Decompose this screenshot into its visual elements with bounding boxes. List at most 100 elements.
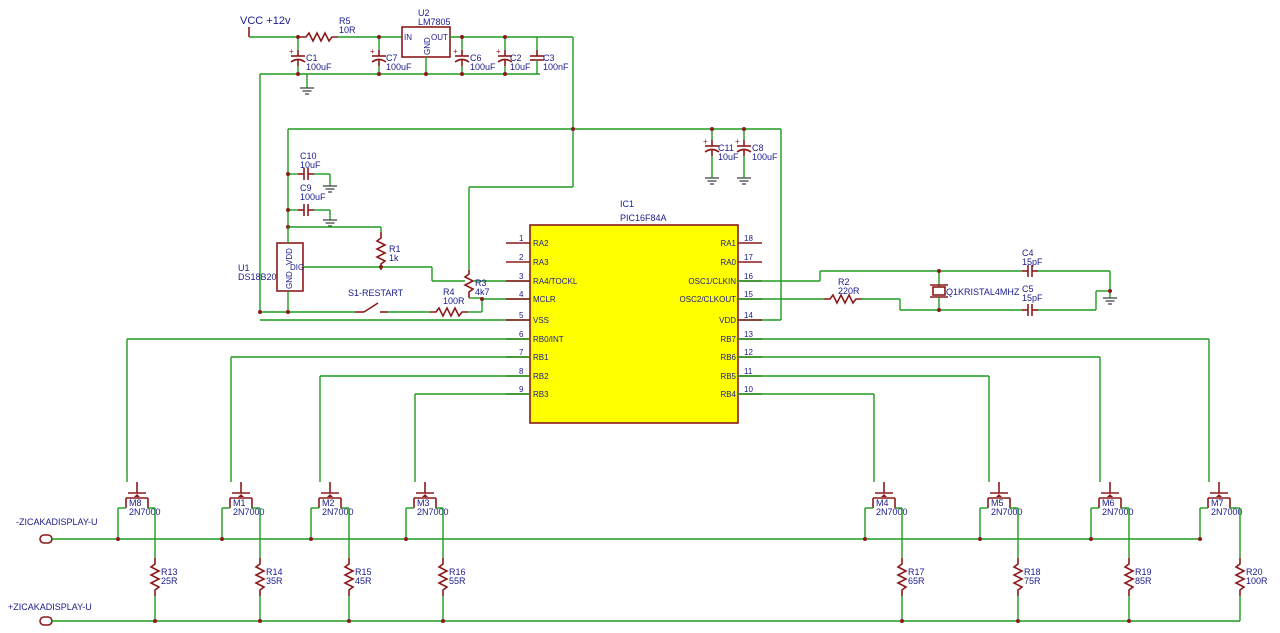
c5-val: 15pF bbox=[1022, 293, 1043, 303]
ic-pin-name: RA4/TOCKL bbox=[533, 277, 578, 286]
mosfet-val: 2N7000 bbox=[417, 507, 449, 517]
mosfet-val: 2N7000 bbox=[991, 507, 1023, 517]
ic-pin-name: RA0 bbox=[720, 258, 736, 267]
resistor-val: 65R bbox=[908, 576, 925, 586]
u1-dig: DIG bbox=[290, 263, 304, 272]
c1-val: 100uF bbox=[306, 62, 332, 72]
c10-ref: C10 bbox=[300, 151, 317, 161]
c7-ref: C7 bbox=[386, 53, 398, 63]
ic-pin-name: RB6 bbox=[720, 353, 736, 362]
mosfet-ref: M1 bbox=[233, 498, 246, 508]
r1-ref: R1 bbox=[389, 244, 401, 254]
ic-pin-number: 5 bbox=[519, 311, 524, 320]
resistor-ref: R15 bbox=[355, 567, 372, 577]
resistor-val: 55R bbox=[449, 576, 466, 586]
c7-val: 100uF bbox=[386, 62, 412, 72]
ds18b20-sensor bbox=[276, 227, 465, 312]
ic-pin-name: RB3 bbox=[533, 390, 549, 399]
ic-pin-number: 12 bbox=[744, 348, 753, 357]
ic-pin-name: RB2 bbox=[533, 372, 549, 381]
ic-pin-number: 6 bbox=[519, 330, 524, 339]
ic1-ref: IC1 bbox=[620, 199, 634, 209]
pic16f84a-chip bbox=[529, 224, 739, 424]
c8-ref: C8 bbox=[752, 143, 764, 153]
ic-pin-name: RA2 bbox=[533, 239, 549, 248]
c6-val: 100uF bbox=[470, 62, 496, 72]
ic-pin-name: RB4 bbox=[720, 390, 736, 399]
r3-val: 4k7 bbox=[475, 287, 490, 297]
five-volt-rail bbox=[286, 127, 782, 321]
ic-pin-name: OSC1/CLKIN bbox=[688, 277, 736, 286]
reset-circuit bbox=[258, 270, 530, 321]
u2-val: LM7805 bbox=[418, 17, 451, 27]
c4-ref: C4 bbox=[1022, 248, 1034, 258]
resistor-val: 100R bbox=[1246, 576, 1268, 586]
minus-connector-label: -ZICAKADISPLAY-U bbox=[16, 517, 98, 527]
vcc-label: VCC +12v bbox=[240, 15, 291, 27]
ic-pin-name: MCLR bbox=[533, 295, 556, 304]
r3-ref: R3 bbox=[475, 278, 487, 288]
c11-ref: C11 bbox=[718, 143, 734, 153]
ic-pin-number: 3 bbox=[519, 272, 524, 281]
s1-ref: S1-RESTART bbox=[348, 288, 404, 298]
mosfet-ref: M5 bbox=[991, 498, 1004, 508]
ic-pin-number: 9 bbox=[519, 385, 524, 394]
mosfet-ref: M2 bbox=[322, 498, 335, 508]
c3-val: 100nF bbox=[543, 62, 569, 72]
portb-wiring bbox=[126, 338, 1210, 477]
ic-pin-name: RB5 bbox=[720, 372, 736, 381]
resistor-val: 45R bbox=[355, 576, 372, 586]
ic-pin-name: VSS bbox=[533, 316, 549, 325]
u1-ref: U1 bbox=[238, 263, 250, 273]
ic-pin-name: RA1 bbox=[720, 239, 736, 248]
c6-ref: C6 bbox=[470, 53, 482, 63]
c9-val: 100uF bbox=[300, 192, 326, 202]
ic-pin-number: 16 bbox=[744, 272, 753, 281]
resistor-val: 75R bbox=[1024, 576, 1041, 586]
ic-pin-number: 7 bbox=[519, 348, 524, 357]
ic-pin-number: 13 bbox=[744, 330, 753, 339]
labels: VCC +12v R5 10R U2 LM7805 IN OUT GND C1 … bbox=[8, 8, 1043, 612]
mosfet-val: 2N7000 bbox=[322, 507, 354, 517]
ic-pin-number: 18 bbox=[744, 234, 753, 243]
plus-connector bbox=[39, 616, 53, 626]
c1-ref: C1 bbox=[306, 53, 318, 63]
resistor-ref: R16 bbox=[449, 567, 466, 577]
ic-pin-name: RB0/INT bbox=[533, 335, 564, 344]
resistor-ref: R18 bbox=[1024, 567, 1041, 577]
resistor-val: 25R bbox=[161, 576, 178, 586]
resistor-ref: R19 bbox=[1135, 567, 1152, 577]
u2-gnd: GND bbox=[423, 37, 432, 55]
u2-ref: U2 bbox=[418, 8, 430, 18]
ic1-val: PIC16F84A bbox=[620, 213, 667, 223]
r5-val: 10R bbox=[339, 25, 356, 35]
ic-pin-number: 15 bbox=[744, 290, 753, 299]
resistor-val: 35R bbox=[266, 576, 283, 586]
ic-pin-number: 14 bbox=[744, 311, 753, 320]
mosfet-ref: M7 bbox=[1211, 498, 1224, 508]
minus-connector bbox=[39, 534, 53, 544]
mosfet-ref: M8 bbox=[129, 498, 142, 508]
u1-val: DS18B20 bbox=[238, 272, 277, 282]
mosfet-ref: M6 bbox=[1102, 498, 1115, 508]
u2-out: OUT bbox=[431, 33, 448, 42]
ic-pin-name: OSC2/CLKOUT bbox=[680, 295, 737, 304]
display-buses bbox=[39, 534, 1240, 626]
ic-pin-name: RB1 bbox=[533, 353, 549, 362]
u2-in: IN bbox=[404, 33, 412, 42]
mosfet-val: 2N7000 bbox=[1102, 507, 1134, 517]
resistor-ref: R13 bbox=[161, 567, 178, 577]
r1-val: 1k bbox=[389, 253, 399, 263]
resistor-val: 85R bbox=[1135, 576, 1152, 586]
